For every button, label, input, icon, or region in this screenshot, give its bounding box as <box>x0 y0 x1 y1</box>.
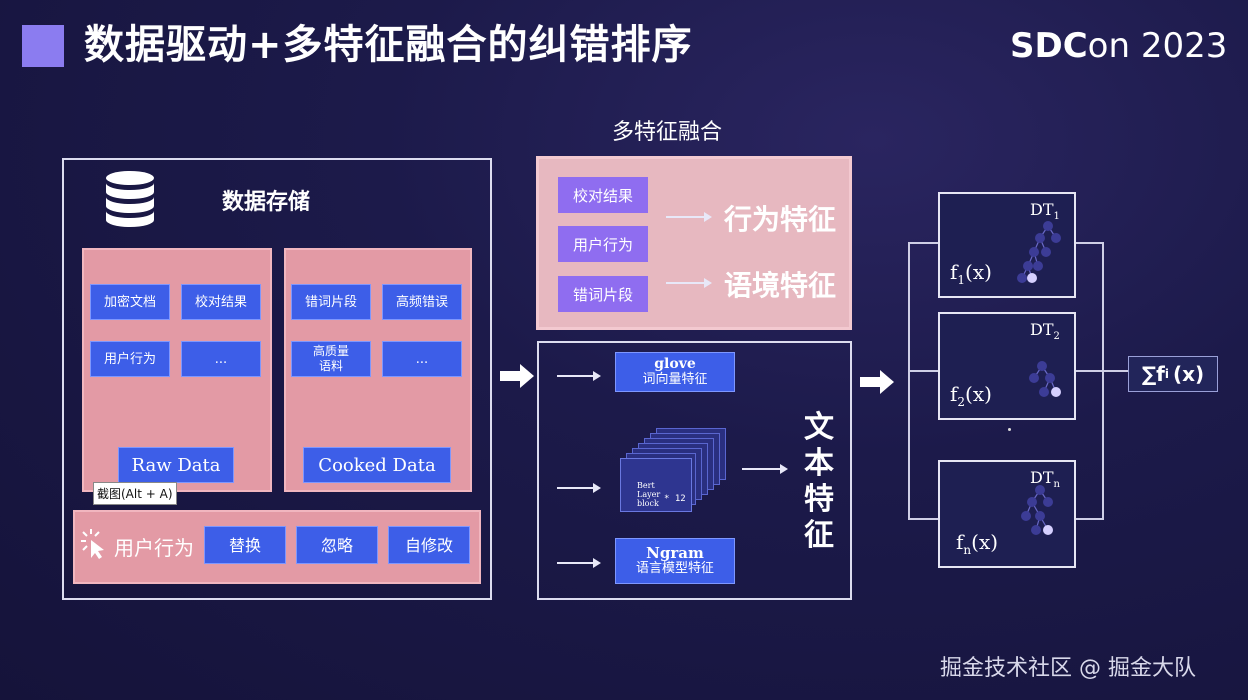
side-char-1: 文 <box>804 410 834 445</box>
action-ignore: 忽略 <box>296 526 378 564</box>
tree-2-fn-sub: 2 <box>957 395 966 409</box>
ellipsis-dot <box>1008 428 1011 431</box>
text-features-panel <box>537 341 852 600</box>
glove-subtitle: 词向量特征 <box>642 372 708 387</box>
action-self-edit: 自修改 <box>388 526 470 564</box>
fusion-arrow-context <box>666 278 712 288</box>
cooked-item-ellipsis: ... <box>382 341 462 377</box>
tree-n-fn-sub: n <box>963 543 972 557</box>
bert-label: Bert <box>637 481 655 490</box>
raw-item-encrypted-docs: 加密文档 <box>90 284 170 320</box>
action-replace: 替换 <box>204 526 286 564</box>
fusion-arrow-behavior <box>666 212 712 222</box>
screenshot-tooltip: 截图(Alt + A) <box>93 482 177 505</box>
tree-2-name-text: DT <box>1030 320 1054 339</box>
tree-2-fn: f <box>950 382 958 406</box>
conference-bold: SDC <box>1010 26 1088 66</box>
ngram-subtitle: 语言模型特征 <box>635 561 714 576</box>
glove-feature-box: glove 词向量特征 <box>615 352 735 392</box>
ngram-arrow <box>557 558 601 568</box>
fusion-source-user-behavior: 用户行为 <box>558 226 648 262</box>
tree-2-fn-arg: (x) <box>965 382 992 406</box>
tree-n-name-text: DT <box>1030 468 1054 487</box>
bert-output-arrow <box>742 464 788 474</box>
ngram-title: Ngram <box>646 544 704 562</box>
right-bracket-bot <box>1074 518 1104 520</box>
left-bracket-top <box>908 242 940 244</box>
glove-title: glove <box>654 356 696 372</box>
fusion-source-proofread: 校对结果 <box>558 177 648 213</box>
tree-1-name-text: DT <box>1030 200 1054 219</box>
right-bracket-line <box>1102 242 1104 518</box>
tree-n-fn-arg: (x) <box>971 530 999 554</box>
tree-n-function: fn(x) <box>956 530 998 557</box>
tree-1-fn-sub: 1 <box>957 273 966 287</box>
conference-label: SDCon 2023 <box>1010 24 1227 68</box>
decision-tree-n <box>938 460 1076 568</box>
decision-tree-2 <box>938 312 1076 420</box>
tree-n-fn: f <box>956 530 964 554</box>
tree-1-fn: f <box>950 260 958 284</box>
side-char-4: 征 <box>804 518 834 553</box>
tree-1-icon <box>1017 221 1061 283</box>
tree-2-name-sub: 2 <box>1053 331 1060 343</box>
arrow-right-icon <box>500 364 534 388</box>
left-bracket-line <box>908 242 910 518</box>
user-behavior-label: 用户行为 <box>114 536 194 560</box>
tree-1-function: f1(x) <box>950 260 992 287</box>
raw-item-user-behavior: 用户行为 <box>90 341 170 377</box>
tree-2-function: f2(x) <box>950 382 992 409</box>
bert-layer-label: Layer <box>637 490 661 499</box>
decision-tree-1 <box>938 192 1076 298</box>
behavior-feature-label: 行为特征 <box>724 203 837 236</box>
glove-arrow <box>557 371 601 381</box>
bert-block-label: block <box>637 499 659 508</box>
right-bracket-mid <box>1074 370 1130 372</box>
tree-2-icon <box>1029 361 1061 397</box>
side-char-2: 本 <box>804 446 834 481</box>
raw-data-label: Raw Data <box>118 447 234 483</box>
cooked-item-error-fragments: 错词片段 <box>291 284 371 320</box>
title-accent-square <box>22 25 64 67</box>
tree-1-name: DT1 <box>1030 200 1060 222</box>
side-char-3: 特 <box>804 482 834 517</box>
conference-rest: on 2023 <box>1087 26 1228 66</box>
context-feature-label: 语境特征 <box>724 269 837 302</box>
left-bracket-mid <box>908 370 940 372</box>
sum-arg: (x) <box>1173 362 1205 386</box>
tree-n-icon <box>1021 485 1053 535</box>
sum-sub: i <box>1164 367 1169 381</box>
tree-n-name: DTn <box>1030 468 1060 490</box>
right-bracket-top <box>1074 242 1104 244</box>
raw-item-proofread-results: 校对结果 <box>181 284 261 320</box>
fusion-title: 多特征融合 <box>612 120 723 145</box>
storage-panel <box>62 158 492 600</box>
raw-item-ellipsis: ... <box>181 341 261 377</box>
storage-title: 数据存储 <box>222 190 311 215</box>
cooked-data-label: Cooked Data <box>303 447 451 483</box>
tree-1-name-sub: 1 <box>1053 211 1060 223</box>
bert-times-label: * 12 <box>664 494 686 504</box>
bert-input-arrow <box>557 483 601 493</box>
ngram-feature-box: Ngram 语言模型特征 <box>615 538 735 584</box>
cooked-item-frequent-errors: 高频错误 <box>382 284 462 320</box>
fusion-source-error-fragments: 错词片段 <box>558 276 648 312</box>
tree-2-name: DT2 <box>1030 320 1060 342</box>
left-bracket-bot <box>908 518 940 520</box>
text-features-side-label: 文 本 特 征 <box>802 410 836 554</box>
sum-symbol: ∑f <box>1141 362 1165 386</box>
arrow-right-icon-2 <box>860 370 894 394</box>
cursor-click-icon <box>81 529 104 559</box>
bert-layer-stack: Bert Layer block * 12 <box>620 428 730 518</box>
cooked-item-quality-corpus: 高质量 语料 <box>291 341 371 377</box>
bert-block: Bert Layer block <box>620 458 692 512</box>
footer-watermark: 掘金技术社区 @ 掘金大队 <box>940 656 1196 681</box>
page-title: 数据驱动+多特征融合的纠错排序 <box>84 22 693 68</box>
tree-1-fn-arg: (x) <box>965 260 992 284</box>
database-icon <box>106 171 154 227</box>
tree-n-name-sub: n <box>1053 479 1060 491</box>
